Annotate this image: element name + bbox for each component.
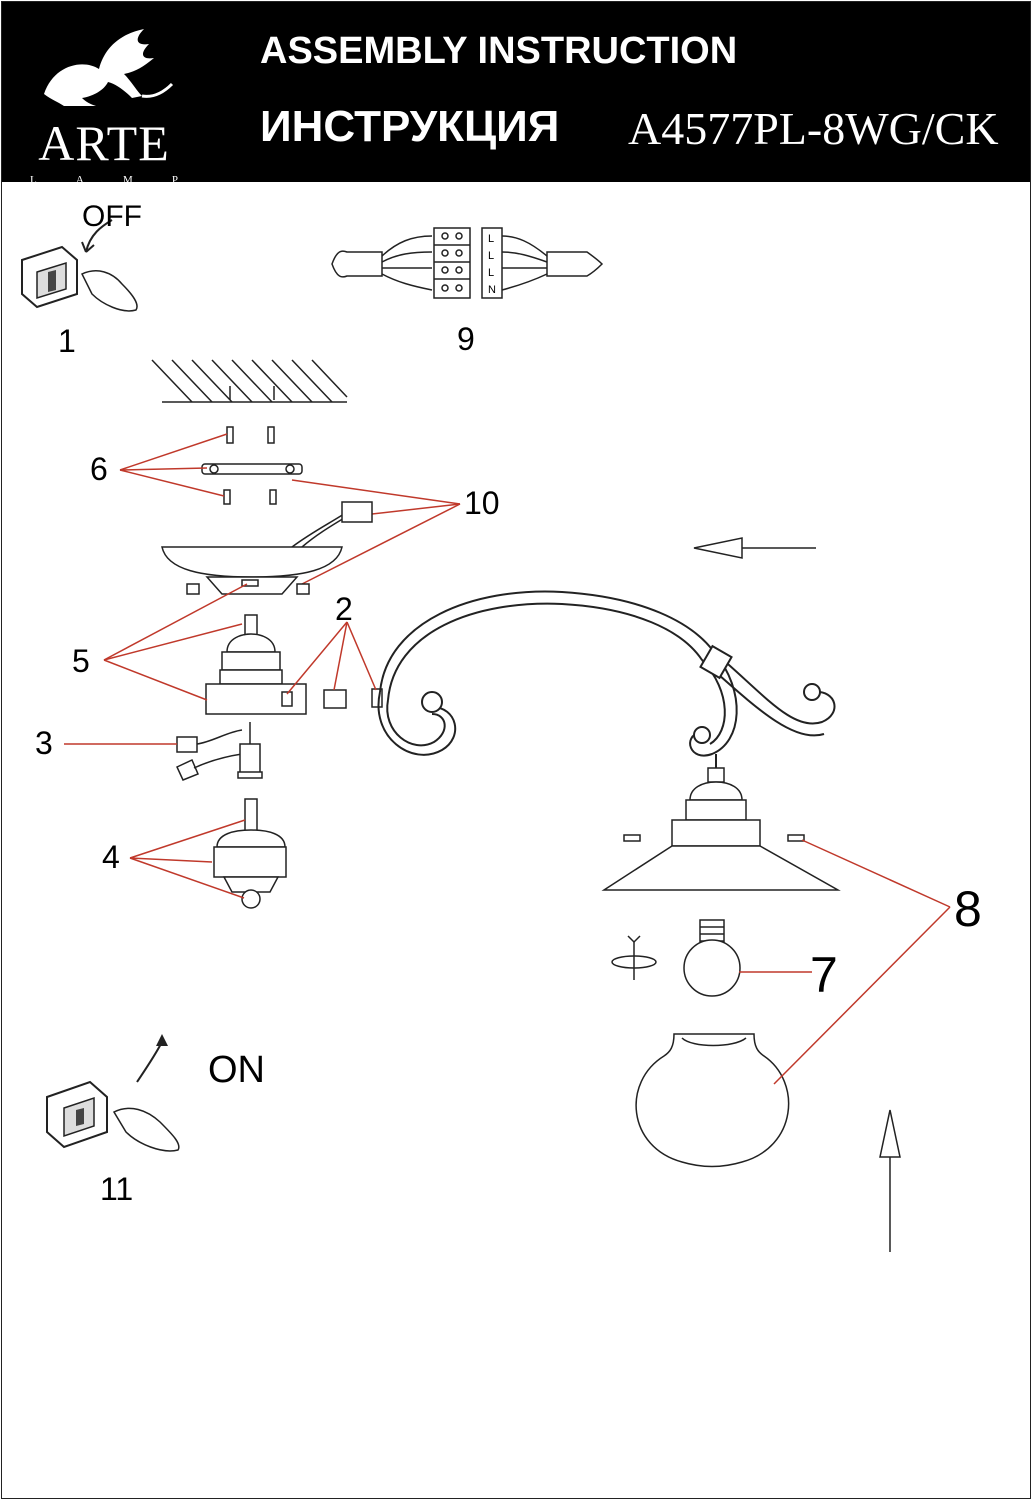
bulb-illustration bbox=[683, 919, 741, 997]
leader-lines-2 bbox=[286, 621, 377, 695]
leader-lines-6 bbox=[119, 433, 228, 497]
switch-off-illustration bbox=[21, 219, 138, 312]
model-number: A4577PL-8WG/CK bbox=[628, 103, 999, 154]
brand-logo: ARTE L A M P bbox=[24, 24, 184, 186]
scroll-arm-illustration bbox=[377, 590, 836, 772]
arrow-up-icon bbox=[879, 1109, 901, 1252]
leader-lines-10 bbox=[291, 479, 461, 585]
step-5-label: 5 bbox=[72, 643, 90, 679]
brand-name: ARTE bbox=[38, 115, 170, 171]
step-8-label: 8 bbox=[954, 881, 982, 937]
brand-sub-letter: P bbox=[171, 174, 178, 186]
mounting-bracket-illustration bbox=[201, 426, 303, 505]
step-6-label: 6 bbox=[90, 451, 108, 487]
step-7-label: 7 bbox=[810, 947, 838, 1003]
on-label: ON bbox=[208, 1049, 265, 1091]
step-9-label: 9 bbox=[457, 321, 475, 357]
leader-lines-4 bbox=[129, 819, 246, 899]
terminal-mark: L bbox=[488, 233, 494, 245]
rotate-icon bbox=[611, 935, 657, 980]
terminal-mark: N bbox=[488, 284, 496, 296]
glass-globe-illustration bbox=[635, 1033, 790, 1168]
griffin-logo-icon bbox=[44, 29, 174, 106]
lamp-body-illustration bbox=[205, 614, 383, 715]
leader-lines-8 bbox=[773, 839, 951, 1085]
switch-on-illustration bbox=[46, 1034, 180, 1152]
ceiling-illustration bbox=[151, 359, 348, 403]
terminal-block-illustration bbox=[331, 227, 604, 299]
step-2-label: 2 bbox=[335, 591, 353, 627]
wiring-illustration bbox=[176, 722, 263, 781]
brand-sub-letter: M bbox=[122, 174, 133, 186]
step-11-label: 11 bbox=[100, 1171, 133, 1207]
terminal-mark: L bbox=[488, 267, 494, 279]
step-4-label: 4 bbox=[102, 839, 120, 875]
shade-illustration bbox=[601, 767, 841, 891]
arrow-left-icon bbox=[693, 537, 816, 559]
brand-sub-letter: L bbox=[30, 174, 37, 186]
finial-illustration bbox=[213, 798, 287, 909]
brand-sub-letter: A bbox=[75, 174, 84, 186]
canopy-illustration bbox=[161, 501, 373, 595]
brand-subtitle: L A M P bbox=[24, 174, 184, 186]
step-3-label: 3 bbox=[35, 725, 53, 761]
header-bar: ARTE L A M P ASSEMBLY INSTRUCTION ИНСТРУ… bbox=[2, 2, 1030, 186]
leader-lines-5 bbox=[103, 583, 248, 701]
title-russian: ИНСТРУКЦИЯ bbox=[260, 102, 560, 151]
title-english: ASSEMBLY INSTRUCTION bbox=[260, 30, 738, 72]
step-1-label: 1 bbox=[58, 323, 76, 359]
terminal-mark: L bbox=[488, 250, 494, 262]
step-10-label: 10 bbox=[464, 485, 500, 521]
off-label: OFF bbox=[82, 200, 142, 233]
